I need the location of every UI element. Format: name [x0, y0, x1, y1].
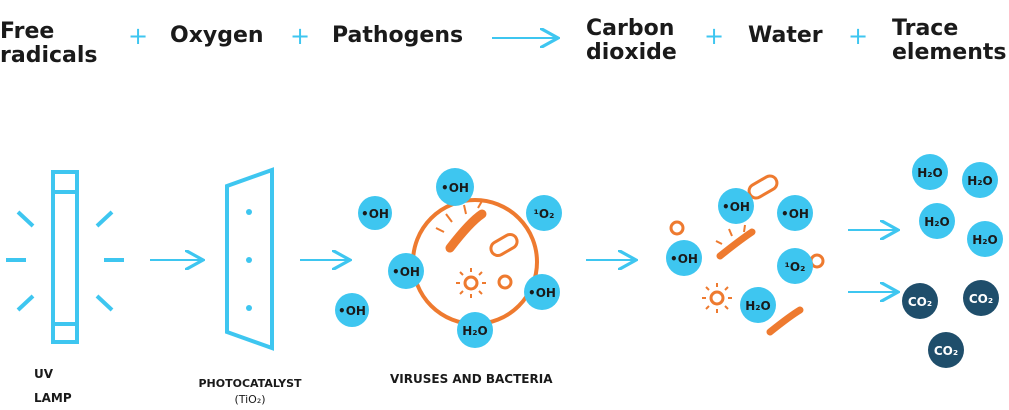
hydroxyl-radical-icon: •OH: [335, 293, 369, 327]
hydroxyl-radical-icon: •OH: [777, 195, 813, 231]
equation-result-carbon-dioxide: Carbon dioxide: [586, 16, 677, 65]
hydroxyl-radical-icon: •OH: [718, 188, 754, 224]
equation-term-free-radicals: Free radicals: [0, 19, 98, 68]
water-molecule-icon: H₂O: [740, 287, 776, 323]
plus-sign: +: [848, 22, 869, 50]
photocatalyst-label: PHOTOCATALYST (TiO₂): [198, 377, 302, 406]
viruses-bacteria-label: VIRUSES AND BACTERIA: [390, 372, 553, 386]
svg-text:H₂O: H₂O: [972, 233, 998, 247]
hydroxyl-radical-icon: •OH: [358, 196, 392, 230]
equation-term-oxygen: Oxygen: [170, 23, 264, 48]
water-molecule-icon: H₂O: [912, 154, 948, 190]
svg-text:CO₂: CO₂: [934, 344, 958, 358]
svg-text:H₂O: H₂O: [745, 299, 771, 313]
svg-text:•OH: •OH: [338, 304, 366, 318]
pathogen-cell-icon: [411, 198, 539, 326]
svg-text:¹O₂: ¹O₂: [534, 207, 555, 221]
singlet-oxygen-icon: ¹O₂: [526, 195, 562, 231]
plus-sign: +: [704, 22, 725, 50]
water-molecule-icon: H₂O: [919, 203, 955, 239]
svg-text:H₂O: H₂O: [462, 324, 488, 338]
svg-text:•OH: •OH: [670, 252, 698, 266]
uv-lamp-icon: [6, 170, 124, 344]
singlet-oxygen-icon: ¹O₂: [777, 248, 813, 284]
hydroxyl-radical-icon: •OH: [388, 253, 424, 289]
carbon-dioxide-icon: CO₂: [963, 280, 999, 316]
equation-term-pathogens: Pathogens: [332, 23, 464, 48]
svg-text:•OH: •OH: [392, 265, 420, 279]
svg-text:H₂O: H₂O: [917, 166, 943, 180]
svg-text:¹O₂: ¹O₂: [785, 260, 806, 274]
water-molecule-icon: H₂O: [457, 312, 493, 348]
svg-text:H₂O: H₂O: [924, 215, 950, 229]
photocatalyst-panel-icon: [225, 167, 274, 351]
svg-text:•OH: •OH: [722, 200, 750, 214]
carbon-dioxide-icon: CO₂: [902, 283, 938, 319]
hydroxyl-radical-icon: •OH: [666, 240, 702, 276]
equation-result-trace-elements: Trace elements: [892, 16, 1007, 65]
hydroxyl-radical-icon: •OH: [436, 168, 474, 206]
reaction-pathogen-fragments-icon: [669, 174, 825, 336]
svg-text:•OH: •OH: [441, 181, 469, 195]
svg-text:•OH: •OH: [781, 207, 809, 221]
svg-text:•OH: •OH: [361, 207, 389, 221]
svg-text:CO₂: CO₂: [969, 292, 993, 306]
hydroxyl-radical-icon: •OH: [524, 274, 560, 310]
svg-text:CO₂: CO₂: [908, 295, 932, 309]
plus-sign: +: [290, 22, 311, 50]
svg-text:•OH: •OH: [528, 286, 556, 300]
plus-sign: +: [128, 22, 149, 50]
water-molecule-icon: H₂O: [967, 221, 1003, 257]
carbon-dioxide-icon: CO₂: [928, 332, 964, 368]
uv-lamp-label: UV LAMP: [34, 367, 72, 405]
water-molecule-icon: H₂O: [962, 162, 998, 198]
equation-result-water: Water: [748, 23, 823, 48]
svg-text:H₂O: H₂O: [967, 174, 993, 188]
